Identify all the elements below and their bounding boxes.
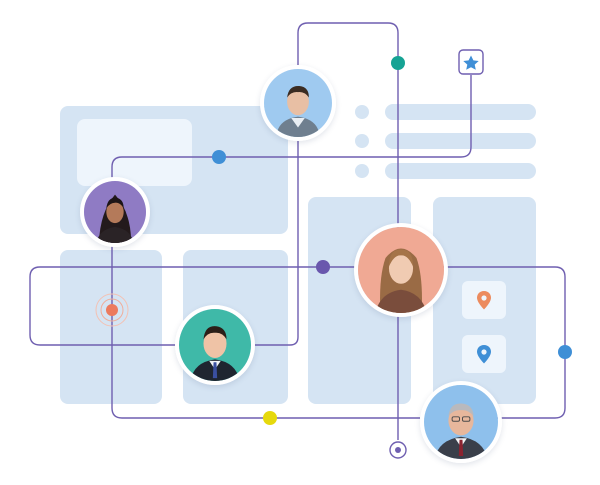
panel-mid-left bbox=[60, 250, 162, 404]
node-purple bbox=[316, 260, 330, 274]
connector-left-down bbox=[111, 240, 420, 419]
avatar-person-center bbox=[354, 223, 448, 317]
target-icon bbox=[95, 293, 129, 327]
list-bar bbox=[385, 104, 536, 120]
location-pin-icon bbox=[477, 291, 491, 310]
panel-top-left-inset bbox=[77, 119, 192, 186]
connector-right-loop bbox=[440, 266, 566, 419]
node-target-bottom bbox=[389, 441, 407, 459]
node-teal bbox=[391, 56, 405, 70]
location-pin-icon bbox=[477, 345, 491, 364]
list-bullet bbox=[355, 134, 369, 148]
connector-left-loop bbox=[29, 266, 356, 346]
avatar-person-bottom-left bbox=[175, 305, 255, 385]
list-bar bbox=[385, 163, 536, 179]
avatar-person-bottom-right bbox=[420, 381, 502, 463]
node-blue-right bbox=[558, 345, 572, 359]
avatar-person-left bbox=[80, 177, 150, 247]
node-yellow bbox=[263, 411, 277, 425]
star-icon bbox=[458, 49, 484, 75]
connector-top-down bbox=[248, 130, 299, 346]
avatar-person-top bbox=[260, 65, 336, 141]
node-blue-top bbox=[212, 150, 226, 164]
connector-star bbox=[111, 75, 472, 180]
list-bar bbox=[385, 133, 536, 149]
list-bullet bbox=[355, 105, 369, 119]
connector-top-arc bbox=[297, 22, 399, 440]
list-bullet bbox=[355, 164, 369, 178]
